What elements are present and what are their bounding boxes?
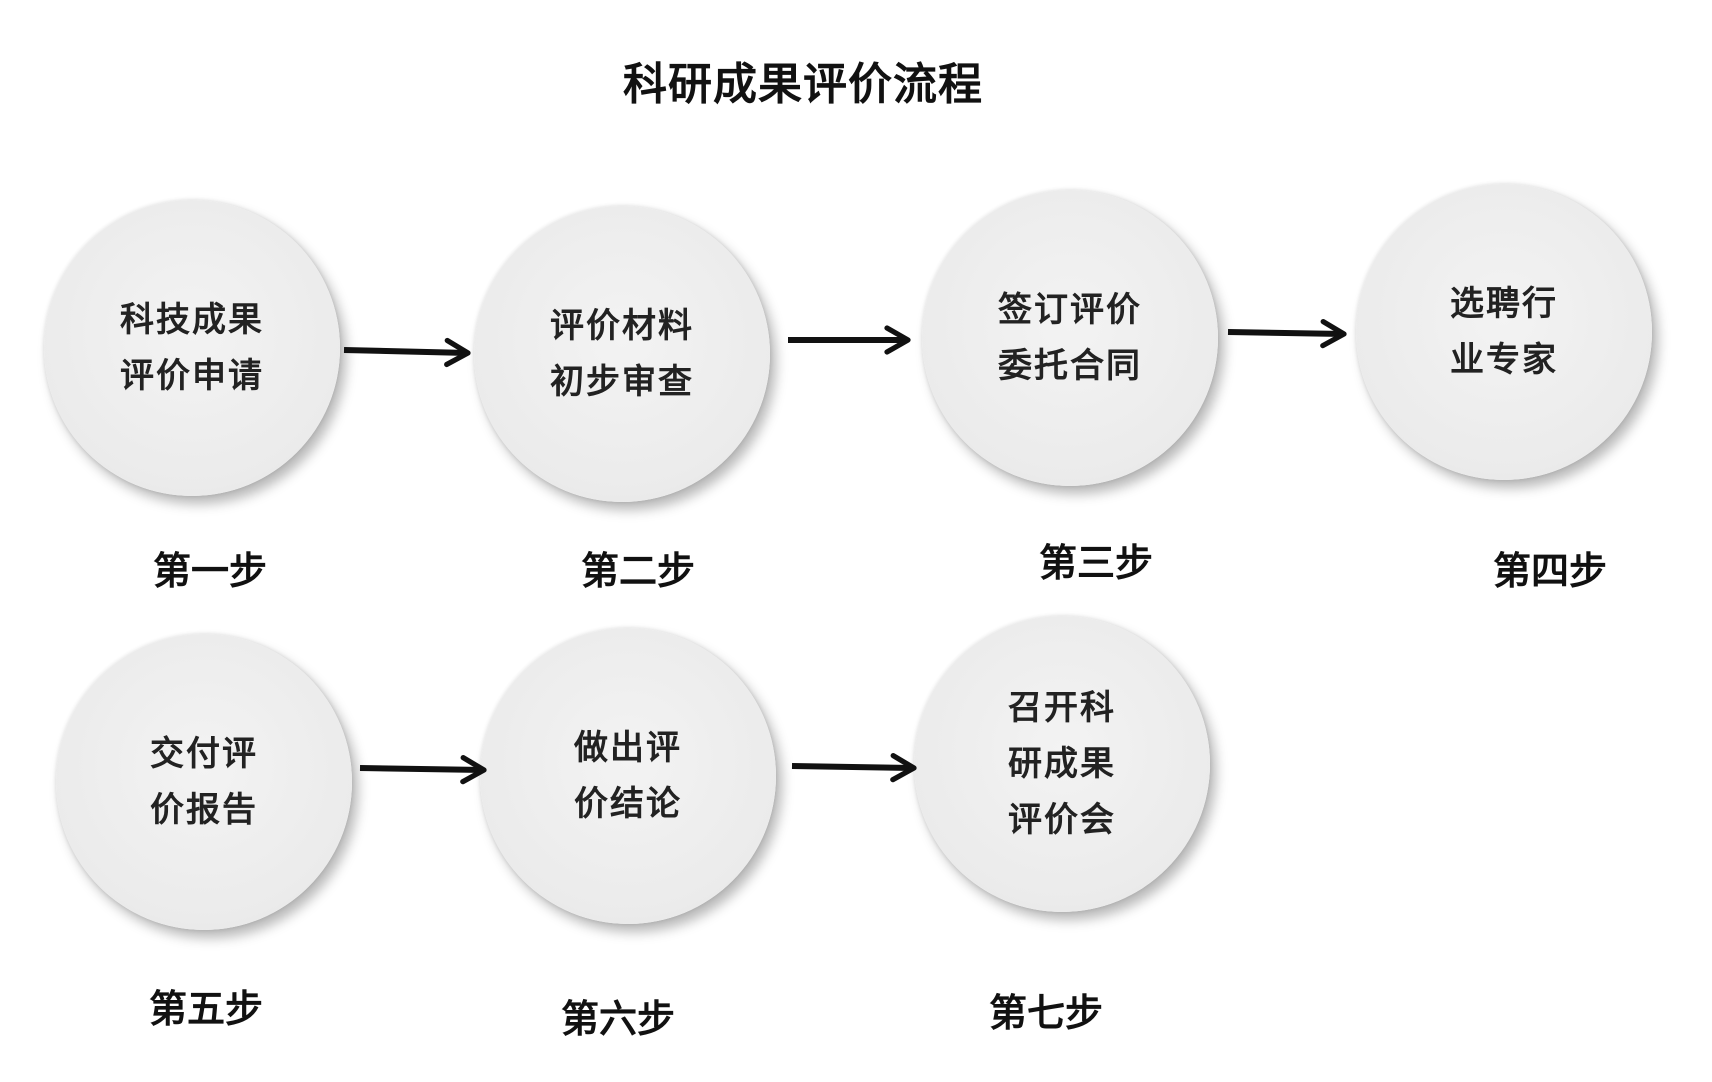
- step-number-5: 第五步: [148, 986, 263, 1031]
- step-circle-7: 召开科 研成果 评价会: [914, 616, 1210, 912]
- step-number-4: 第四步: [1492, 548, 1607, 593]
- step-label-5: 交付评 价报告: [150, 734, 258, 830]
- arrow-3-4: [1227, 319, 1347, 349]
- step-circle-1: 科技成果 评价申请: [44, 200, 340, 496]
- step-label-4: 选聘行 业专家: [1450, 284, 1558, 380]
- step-label-3: 签订评价 委托合同: [998, 290, 1142, 386]
- arrow-5-6: [359, 755, 487, 785]
- step-number-1: 第一步: [152, 548, 267, 593]
- step-circle-5: 交付评 价报告: [56, 634, 352, 930]
- step-circle-2: 评价材料 初步审查: [474, 206, 770, 502]
- step-number-7: 第七步: [988, 990, 1103, 1035]
- step-number-3: 第三步: [1038, 540, 1153, 585]
- step-label-2: 评价材料 初步审查: [550, 306, 694, 402]
- arrow-1-2: [343, 337, 471, 368]
- step-label-7: 召开科 研成果 评价会: [1008, 688, 1116, 840]
- step-circle-6: 做出评 价结论: [480, 628, 776, 924]
- arrow-6-7: [791, 753, 917, 783]
- diagram-title: 科研成果评价流程: [623, 59, 983, 110]
- step-label-1: 科技成果 评价申请: [120, 300, 264, 396]
- step-number-2: 第二步: [580, 548, 695, 593]
- step-number-6: 第六步: [560, 996, 675, 1041]
- step-label-6: 做出评 价结论: [574, 728, 682, 824]
- step-circle-4: 选聘行 业专家: [1356, 184, 1652, 480]
- step-circle-3: 签订评价 委托合同: [922, 190, 1218, 486]
